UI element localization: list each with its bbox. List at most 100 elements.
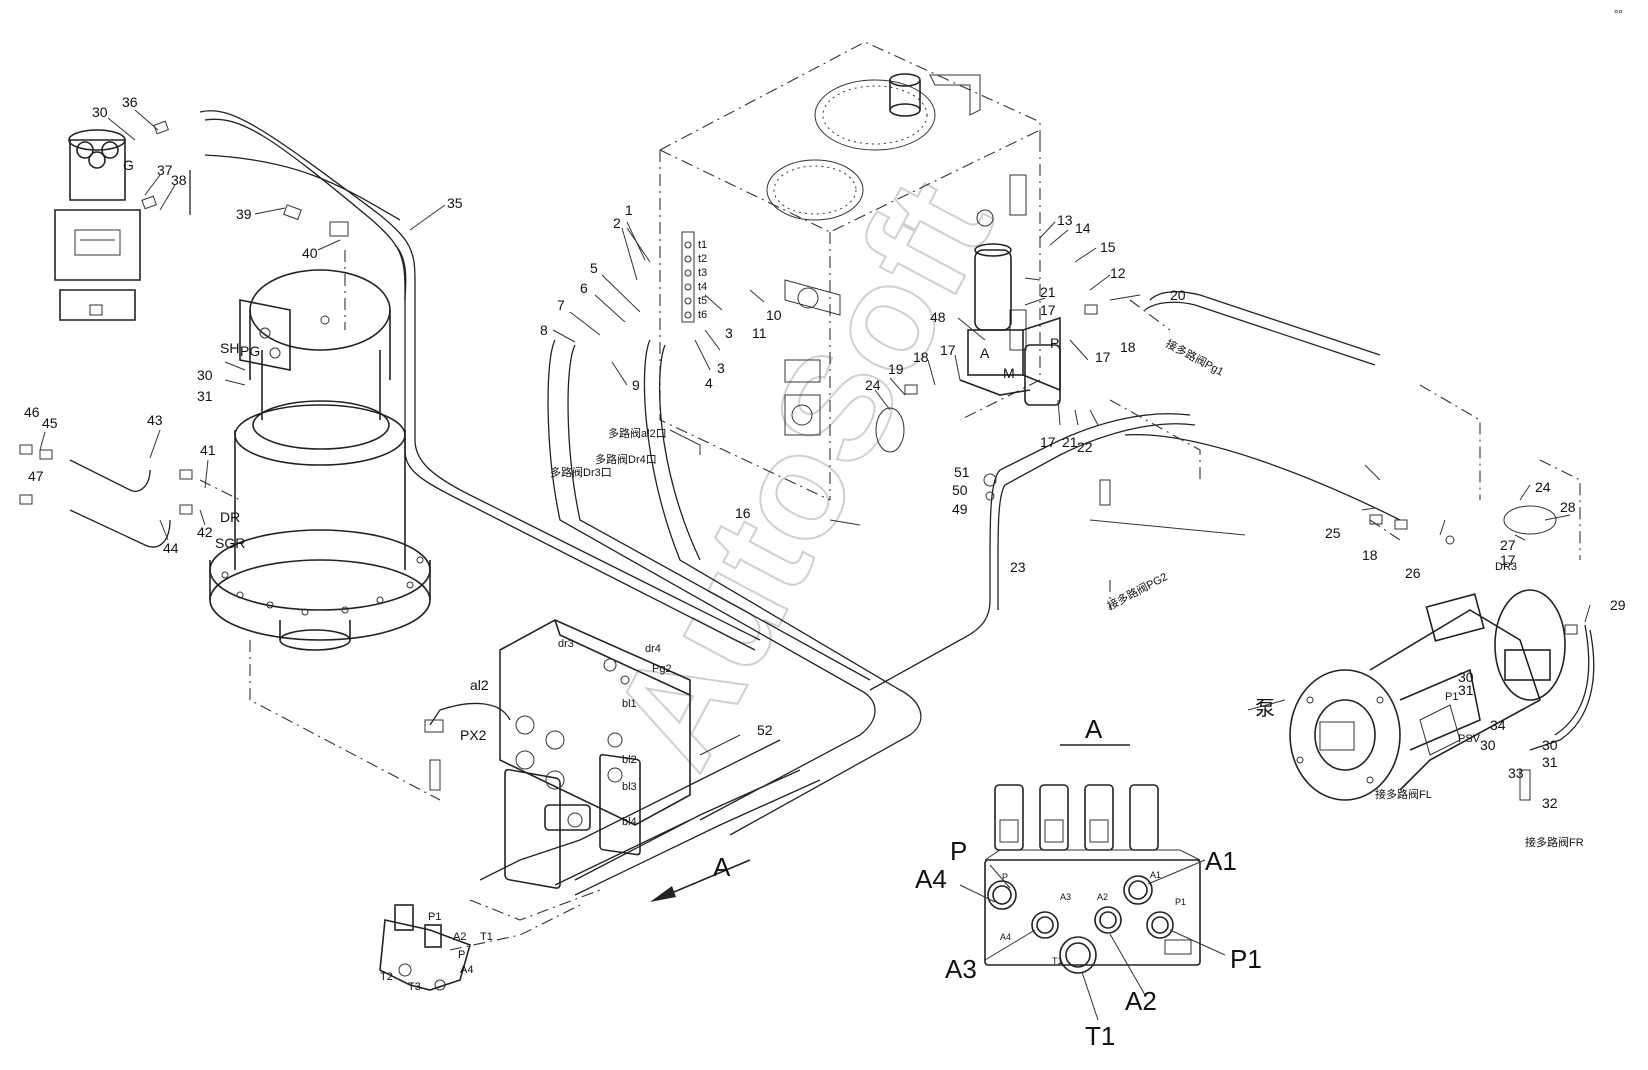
plate-port-p: P xyxy=(1002,872,1008,882)
part-label-52: 52 xyxy=(757,722,773,738)
port-bl4: bl4 xyxy=(622,816,637,828)
view-arrow-a: A xyxy=(650,852,751,902)
part-label-17: 17 xyxy=(940,342,956,358)
part-label-33: 33 xyxy=(1508,765,1524,781)
detail-title: A xyxy=(1085,714,1103,744)
part-label-30: 30 xyxy=(1480,737,1496,753)
port-pg2: Pg2 xyxy=(652,663,672,675)
callout-a4: A4 xyxy=(915,864,947,894)
part-label-49: 49 xyxy=(952,501,968,517)
part-label-29: 29 xyxy=(1610,597,1626,613)
part-label-17: 17 xyxy=(1095,349,1111,365)
port-t1-small: T1 xyxy=(480,931,493,943)
note-dr3: 多路阀Dr3口 xyxy=(550,465,612,479)
part-label-17: 17 xyxy=(1040,434,1056,450)
part-label-16: 16 xyxy=(735,505,751,521)
hydraulic-lines xyxy=(69,110,1595,896)
port-sh: SH xyxy=(220,340,239,356)
part-label-30: 30 xyxy=(197,367,213,383)
port-p-small: P xyxy=(458,949,465,961)
port-t1: t1 xyxy=(698,239,707,251)
part-label-48: 48 xyxy=(930,309,946,325)
centerlines xyxy=(199,250,1581,951)
corner-mark: °° xyxy=(1614,9,1623,21)
return-filter xyxy=(959,243,1061,406)
note-dr4: 多路阀Dr4口 xyxy=(595,452,657,466)
part-label-18: 18 xyxy=(913,349,929,365)
port-a-tank: A xyxy=(980,345,990,361)
part-label-36: 36 xyxy=(122,94,138,110)
part-label-5: 5 xyxy=(590,260,598,276)
part-label-31: 31 xyxy=(197,388,213,404)
port-dr4: dr4 xyxy=(645,643,661,655)
part-label-18: 18 xyxy=(1120,339,1136,355)
callout-a1: A1 xyxy=(1205,846,1237,876)
part-label-15: 15 xyxy=(1100,239,1116,255)
hydraulic-tank xyxy=(659,41,1041,501)
plate-port-p1: P1 xyxy=(1175,897,1186,907)
part-label-37: 37 xyxy=(157,162,173,178)
part-label-10: 10 xyxy=(766,307,782,323)
part-label-50: 50 xyxy=(952,482,968,498)
port-t2: t2 xyxy=(698,253,707,265)
part-label-26: 26 xyxy=(1405,565,1421,581)
part-label-21: 21 xyxy=(1040,284,1056,300)
plate-port-a4: A4 xyxy=(1000,932,1011,942)
port-g: G xyxy=(123,157,134,173)
port-t6: t6 xyxy=(698,309,707,321)
callout-a2: A2 xyxy=(1125,986,1157,1016)
plate-port-a2: A2 xyxy=(1097,892,1108,902)
port-t2-small: T2 xyxy=(380,971,393,983)
reducer-bolts xyxy=(221,556,424,616)
note-pg1: 接多路阀Pg1 xyxy=(1164,336,1227,378)
part-label-17: 17 xyxy=(1500,552,1516,568)
view-arrow-label: A xyxy=(713,852,731,882)
part-label-40: 40 xyxy=(302,245,318,261)
note-pg2: 接多路阀PG2 xyxy=(1105,569,1170,612)
port-dr3-pump: DR3 xyxy=(1495,561,1517,573)
part-label-22: 22 xyxy=(1077,439,1093,455)
part-label-28: 28 xyxy=(1560,499,1576,515)
part-label-35: 35 xyxy=(447,195,463,211)
part-label-25: 25 xyxy=(1325,525,1341,541)
part-label-2: 2 xyxy=(613,215,621,231)
plate-port-a3: A3 xyxy=(1060,892,1071,902)
port-dr3: dr3 xyxy=(558,638,574,650)
part-label-31: 31 xyxy=(1542,754,1558,770)
leader-lines xyxy=(39,109,1591,756)
part-label-51: 51 xyxy=(954,464,970,480)
part-label-3: 3 xyxy=(717,360,725,376)
port-bl1: bl1 xyxy=(622,698,637,710)
pilot-valve-block xyxy=(379,904,471,991)
part-label-21: 21 xyxy=(1062,434,1078,450)
port-al2: al2 xyxy=(470,677,489,693)
part-label-6: 6 xyxy=(580,280,588,296)
part-label-14: 14 xyxy=(1075,220,1091,236)
note-fr: 接多路阀FR xyxy=(1525,835,1584,849)
part-label-1: 1 xyxy=(625,202,633,218)
swing-motor-reducer xyxy=(209,269,431,651)
port-m: M xyxy=(1003,365,1015,381)
port-pg: PG xyxy=(240,343,260,359)
part-label-24: 24 xyxy=(1535,479,1551,495)
part-label-24: 24 xyxy=(865,377,881,393)
part-label-23: 23 xyxy=(1010,559,1026,575)
part-label-30: 30 xyxy=(1458,669,1474,685)
part-label-9: 9 xyxy=(632,377,640,393)
part-label-45: 45 xyxy=(42,415,58,431)
part-label-27: 27 xyxy=(1500,537,1516,553)
note-al2: 多路阀al2口 xyxy=(608,426,667,440)
port-t4: t4 xyxy=(698,281,707,293)
part-label-18: 18 xyxy=(1362,547,1378,563)
part-label-30: 30 xyxy=(1542,737,1558,753)
note-fl: 接多路阀FL xyxy=(1375,787,1432,801)
port-sgr: SGR xyxy=(215,535,245,551)
callout-a3: A3 xyxy=(945,954,977,984)
part-label-8: 8 xyxy=(540,322,548,338)
callout-p1: P1 xyxy=(1230,944,1262,974)
port-p-tank: P xyxy=(1050,335,1059,351)
port-dr: DR xyxy=(220,509,240,525)
port-bl2: bl2 xyxy=(622,754,637,766)
part-label-12: 12 xyxy=(1110,265,1126,281)
